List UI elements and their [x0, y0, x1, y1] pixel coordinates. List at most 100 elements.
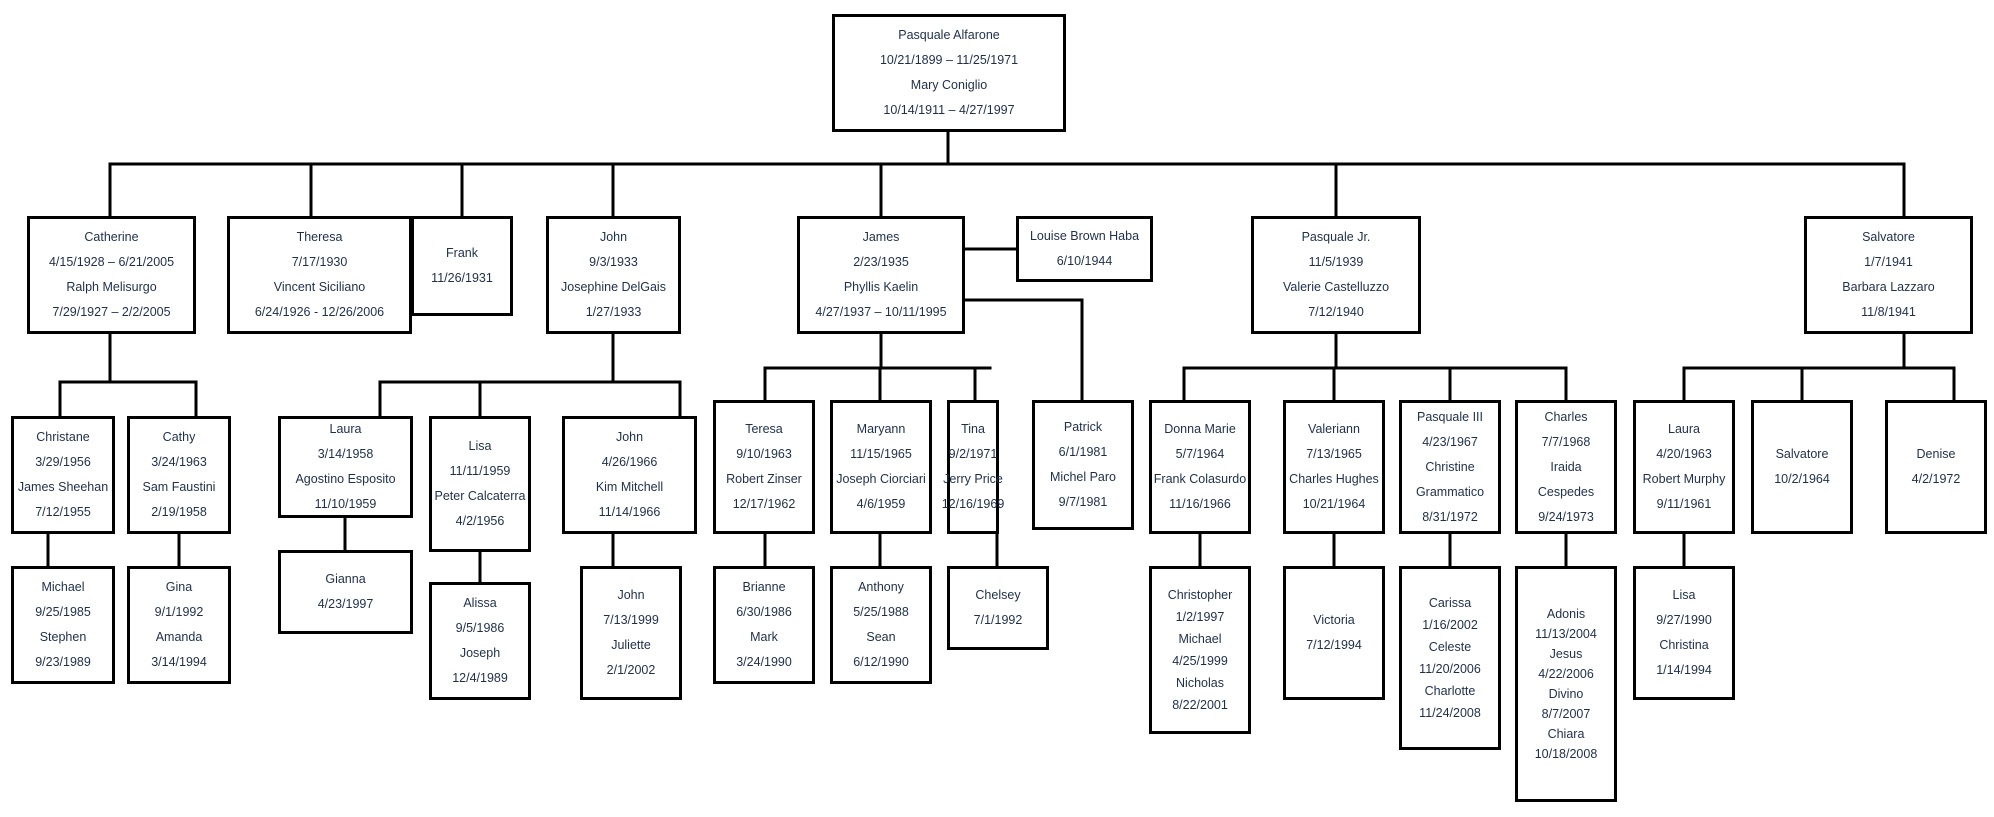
- person-text-line: Cespedes: [1537, 484, 1595, 499]
- person-text-line: 9/24/1973: [1538, 509, 1594, 524]
- person-text-line: Peter Calcaterra: [434, 489, 526, 503]
- person-text-line: Carissa: [1428, 596, 1472, 610]
- person-text-line: Theresa: [296, 230, 343, 244]
- person-text-line: Vincent Siciliano: [273, 280, 366, 294]
- person-text-line: Christane: [36, 430, 90, 444]
- person-text-line: Michel Paro: [1050, 470, 1116, 484]
- person-text-line: 9/25/1985: [35, 605, 91, 619]
- person-text-line: 11/13/2004: [1535, 627, 1597, 641]
- person-text-line: 10/18/2008: [1534, 747, 1598, 761]
- person-text-line: Gina: [165, 580, 193, 594]
- person-text-line: 3/29/1956: [35, 455, 91, 469]
- person-text-line: Denise: [1916, 447, 1956, 461]
- person-text-line: John: [615, 430, 644, 444]
- person-text-line: 4/2/1972: [1911, 472, 1961, 486]
- person-text-line: Robert Murphy: [1642, 472, 1726, 486]
- person-text-line: Gianna: [325, 572, 366, 586]
- person-text-line: 11/5/1939: [1308, 255, 1364, 269]
- person-text-line: Salvatore: [1862, 230, 1915, 244]
- person-text-line: Grammatico: [1415, 484, 1485, 499]
- person-text-line: 1/7/1941: [1864, 255, 1913, 269]
- person-text-line: Josephine DelGais: [561, 280, 666, 294]
- person-text-line: John: [617, 588, 645, 602]
- person-text-line: 4/15/1928 – 6/21/2005: [48, 255, 175, 269]
- person-text-line: 11/14/1966: [598, 505, 661, 519]
- person-text-line: Barbara Lazzaro: [1842, 280, 1935, 294]
- person-text-line: Iraida: [1550, 459, 1582, 474]
- person-text-line: 6/24/1926 - 12/26/2006: [254, 305, 385, 319]
- person-text-line: Pasquale Jr.: [1301, 230, 1371, 244]
- person-text-line: 7/1/1992: [973, 613, 1023, 627]
- person-text-line: Lisa: [468, 439, 492, 453]
- person-text-line: 7/12/1994: [1306, 638, 1362, 652]
- person-text-line: Alissa: [463, 596, 497, 610]
- person-text-line: 4/26/1966: [601, 455, 658, 469]
- person-text-line: 11/10/1959: [314, 497, 377, 511]
- person-text-line: 3/24/1990: [736, 655, 792, 669]
- person-text-line: Celeste: [1428, 640, 1472, 654]
- person-text-line: 9/11/1961: [1656, 497, 1712, 511]
- person-text-line: Lisa: [1672, 588, 1696, 602]
- person-text-line: James: [862, 230, 900, 244]
- person-text-line: Joseph: [459, 646, 501, 660]
- person-text-line: 9/23/1989: [35, 655, 91, 669]
- person-text-line: 12/4/1989: [452, 671, 508, 685]
- person-text-line: Phyllis Kaelin: [843, 280, 919, 294]
- person-text-line: Catherine: [84, 230, 139, 244]
- person-text-line: Cathy: [162, 430, 196, 444]
- person-text-line: Tina: [961, 422, 985, 436]
- person-text-line: Jesus: [1549, 647, 1583, 661]
- person-text-line: 7/12/1940: [1308, 305, 1364, 319]
- person-text-line: Adonis: [1546, 607, 1586, 621]
- person-text-line: 11/20/2006: [1419, 662, 1481, 676]
- person-text-line: Juliette: [611, 638, 651, 652]
- person-text-line: 2/1/2002: [606, 663, 656, 677]
- person-text-line: 10/14/1911 – 4/27/1997: [883, 103, 1015, 117]
- person-text-line: 2/23/1935: [853, 255, 909, 269]
- person-text-line: 11/8/1941: [1861, 305, 1916, 319]
- person-text-line: 8/7/2007: [1541, 707, 1591, 721]
- person-text-line: Teresa: [745, 422, 783, 436]
- person-text-line: 4/6/1959: [856, 497, 906, 511]
- person-text-line: Valerie Castelluzzo: [1282, 280, 1390, 294]
- person-text-line: 7/12/1955: [35, 505, 91, 519]
- person-text-line: Michael: [1178, 632, 1222, 646]
- person-text-line: 9/1/1992: [154, 605, 204, 619]
- person-text-line: Donna Marie: [1164, 422, 1236, 436]
- person-text-line: 12/16/1969: [941, 497, 1005, 511]
- person-text-line: 7/13/1965: [1306, 447, 1362, 461]
- person-text-line: Brianne: [742, 580, 786, 594]
- person-text-line: Amanda: [155, 630, 203, 644]
- person-text-line: 3/14/1958: [317, 447, 374, 461]
- person-text-line: Frank Colasurdo: [1153, 472, 1247, 486]
- person-text-line: Nicholas: [1176, 676, 1224, 690]
- person-text-line: Salvatore: [1775, 447, 1829, 461]
- person-text-line: Robert Zinser: [726, 472, 802, 486]
- person-text-line: Divino: [1548, 687, 1584, 701]
- person-text-line: 2/19/1958: [151, 505, 207, 519]
- person-text-line: Charlotte: [1424, 684, 1476, 698]
- person-text-line: James Sheehan: [17, 480, 109, 494]
- person-text-line: 1/27/1933: [585, 305, 642, 319]
- person-text-line: Chiara: [1547, 727, 1585, 741]
- person-text-line: 5/7/1964: [1175, 447, 1225, 461]
